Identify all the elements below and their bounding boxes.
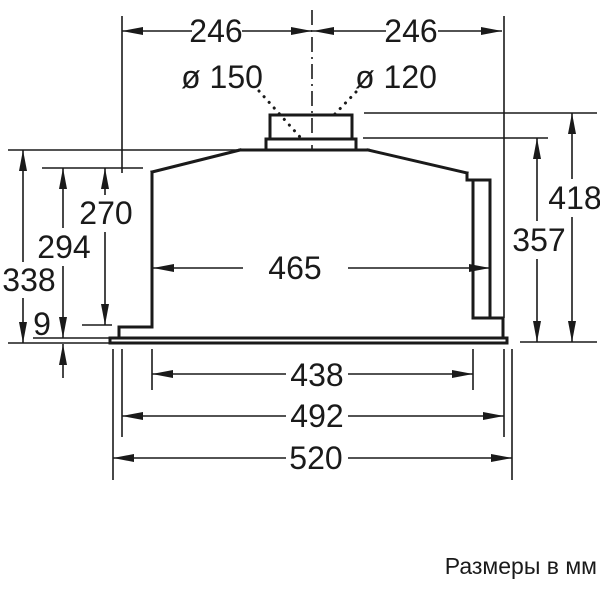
- arrow-418-down: [568, 321, 576, 342]
- dim-246-left-label: 246: [189, 13, 242, 49]
- arrow-418-up: [568, 113, 576, 134]
- arrow-270-down: [101, 304, 109, 325]
- hood-right-panel: [465, 171, 492, 320]
- arrow-270-up: [101, 168, 109, 189]
- dim-492-label: 492: [290, 398, 343, 434]
- arrow-492-left: [122, 412, 143, 420]
- hood-slope-left: [150, 148, 242, 174]
- arrow-465-right: [469, 264, 490, 272]
- arrow-438-left: [152, 370, 173, 378]
- dim-438-label: 438: [290, 357, 343, 393]
- dim-270-label: 270: [79, 195, 132, 231]
- arrow-338-down: [19, 322, 27, 343]
- arrow-246r-right: [481, 27, 502, 35]
- leader-dia-150: [257, 89, 302, 139]
- arrow-246r-left: [313, 27, 334, 35]
- bottom-rim: [108, 336, 509, 345]
- dim-520-label: 520: [289, 440, 342, 476]
- arrow-294-up: [59, 168, 67, 189]
- arrow-438-right: [452, 370, 473, 378]
- dia-150-label: ø 150: [181, 59, 263, 95]
- arrow-357-down: [533, 321, 541, 342]
- hood-outline: [108, 113, 509, 345]
- dim-418-label: 418: [548, 180, 600, 216]
- arrow-520-right: [491, 454, 512, 462]
- units-note: Размеры в мм: [445, 553, 597, 579]
- arrow-357-up: [533, 138, 541, 159]
- dia-120-label: ø 120: [355, 59, 437, 95]
- arrow-246l-right: [291, 27, 312, 35]
- dim-294-label: 294: [37, 229, 90, 265]
- leader-lines: [257, 89, 358, 139]
- dim-465-label: 465: [268, 250, 321, 286]
- dim-9-label: 9: [33, 306, 51, 342]
- arrow-520-left: [113, 454, 134, 462]
- dimension-labels: 246 246 ø 150 ø 120 270 294 338 9 465 35…: [2, 13, 600, 476]
- arrowheads: [19, 27, 576, 462]
- arrow-294-down: [59, 317, 67, 338]
- hood-left-wall: [117, 170, 154, 340]
- arrow-9-up: [59, 344, 67, 365]
- hood-right-step: [471, 316, 505, 340]
- dim-246-right-label: 246: [384, 13, 437, 49]
- dim-338-label: 338: [2, 262, 55, 298]
- leader-dia-120: [332, 90, 358, 117]
- hood-slope-right: [366, 148, 469, 175]
- arrow-246l-left: [122, 27, 143, 35]
- arrow-492-right: [483, 412, 504, 420]
- arrow-338-up: [19, 150, 27, 171]
- arrow-465-left: [153, 264, 174, 272]
- reference-lines: [8, 112, 597, 344]
- duct-collar: [268, 113, 354, 141]
- adapter-flange: [264, 137, 358, 152]
- dim-357-label: 357: [512, 222, 565, 258]
